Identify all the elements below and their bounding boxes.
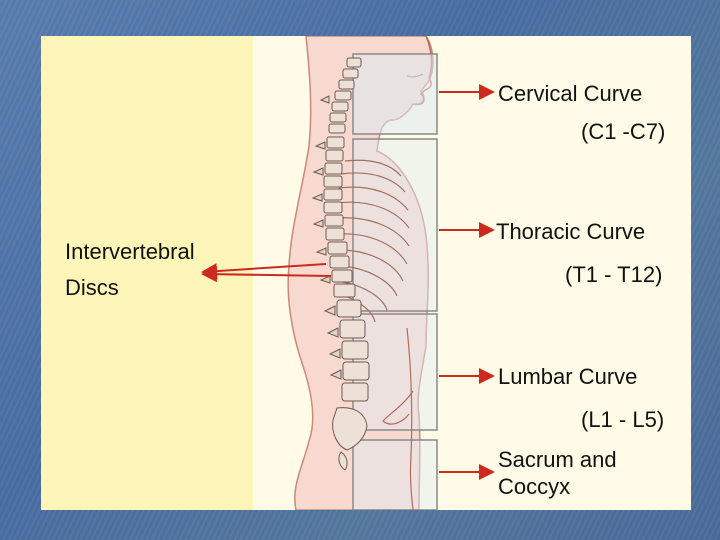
sacrum-label: Sacrum and (498, 446, 617, 473)
coccyx-label: Coccyx (498, 473, 570, 500)
lumbar-range-label: (L1 - L5) (581, 406, 664, 433)
lumbar-curve-label: Lumbar Curve (498, 363, 637, 390)
cervical-region-box (353, 54, 437, 134)
cervical-curve-label: Cervical Curve (498, 80, 642, 107)
sacrum-region-box (353, 440, 437, 510)
discs-label: Discs (65, 274, 119, 301)
diagram-panel: Cervical Curve (C1 -C7) Thoracic Curve (… (41, 36, 691, 510)
intervertebral-label: Intervertebral (65, 238, 195, 265)
cervical-range-label: (C1 -C7) (581, 118, 665, 145)
thoracic-region-box (353, 139, 437, 311)
thoracic-range-label: (T1 - T12) (565, 261, 662, 288)
thoracic-curve-label: Thoracic Curve (496, 218, 645, 245)
